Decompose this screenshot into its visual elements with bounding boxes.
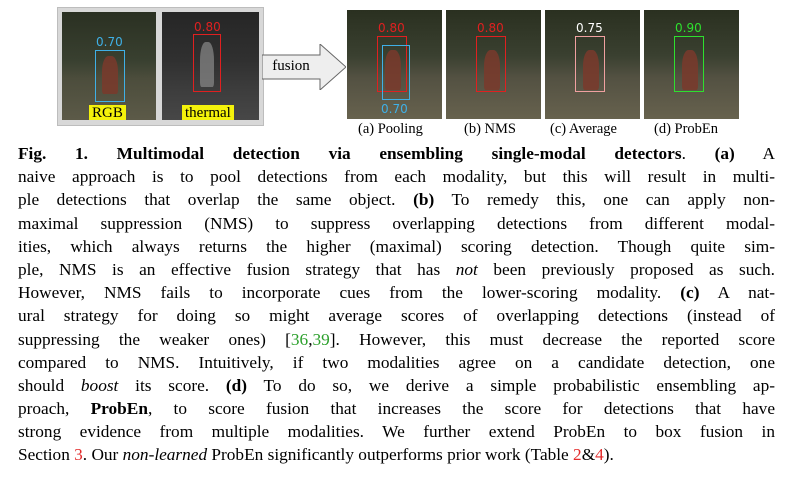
- caption-line: However, NMS fails to incorporate cues f…: [18, 281, 775, 304]
- caption-text: not: [455, 259, 478, 279]
- pedestrian-figure: [583, 50, 599, 90]
- cross-reference-link[interactable]: 4: [595, 445, 604, 465]
- caption-line: maximal suppression (NMS) to suppress ov…: [18, 212, 775, 235]
- cross-reference-link[interactable]: 2: [573, 445, 582, 465]
- caption-text: maximal suppression (NMS) to suppress ov…: [18, 213, 775, 233]
- caption-text: , to score fusion that increases the sco…: [147, 399, 775, 419]
- cross-reference-link[interactable]: 3: [74, 445, 83, 465]
- proben-score: 0.90: [675, 21, 702, 35]
- caption-text: ple, NMS is an effective fusion strategy…: [18, 259, 456, 279]
- caption-line: ural strategy for doing so might average…: [18, 304, 775, 327]
- caption-text: strong evidence from multiple modalities…: [18, 422, 775, 442]
- panel-pooling-label: (a) Pooling: [358, 121, 423, 137]
- caption-text: &: [581, 445, 596, 465]
- pedestrian-figure: [102, 56, 118, 94]
- pooling-score-rgb: 0.70: [381, 102, 408, 116]
- caption-line: ple detections that overlap the same obj…: [18, 188, 775, 211]
- panel-average-image: 0.75: [545, 10, 640, 119]
- caption-text: . Our: [82, 445, 123, 465]
- caption-text: Section: [18, 445, 75, 465]
- rgb-label: RGB: [89, 105, 126, 120]
- caption-text: Fig. 1. Multimodal detection via ensembl…: [18, 144, 682, 163]
- caption-text: ).: [603, 445, 614, 465]
- caption-text: ProbEn: [90, 399, 148, 419]
- thermal-label: thermal: [182, 105, 234, 120]
- figure: 0.70 RGB 0.80 thermal fusion 0.80 0.70 (…: [0, 0, 792, 140]
- panel-nms-label: (b) NMS: [464, 121, 516, 137]
- caption-text: compared to NMS. Intuitively, if two mod…: [18, 352, 775, 372]
- thermal-detection-box: [193, 34, 221, 92]
- nms-score: 0.80: [477, 21, 504, 35]
- caption-text: .: [681, 144, 715, 163]
- panel-proben-label: (d) ProbEn: [654, 121, 719, 137]
- caption-text: A: [734, 144, 776, 163]
- caption-text: its score.: [118, 375, 226, 395]
- arrow-shape: [262, 44, 346, 90]
- pedestrian-figure: [200, 42, 214, 87]
- caption-text: However, NMS fails to incorporate cues f…: [18, 283, 681, 303]
- pooling-box-thermal: [377, 36, 407, 92]
- caption-text: A nat-: [699, 283, 775, 303]
- pooling-score-thermal: 0.80: [378, 21, 405, 35]
- caption-text: (b): [413, 190, 435, 210]
- caption-line: naive approach is to pool detections fro…: [18, 165, 775, 188]
- caption-text: ,: [308, 329, 313, 349]
- nms-box: [476, 36, 506, 92]
- caption-text: ProbEn significantly outperforms prior w…: [207, 445, 574, 465]
- thermal-score: 0.80: [194, 20, 221, 34]
- proben-box: [674, 36, 704, 92]
- caption-text: ple detections that overlap the same obj…: [18, 190, 414, 210]
- caption-text: (a): [714, 144, 735, 163]
- caption-text: proach,: [18, 399, 91, 419]
- average-box: [575, 36, 605, 92]
- caption-text: been previously proposed as such.: [477, 259, 775, 279]
- panel-proben-image: 0.90: [644, 10, 739, 119]
- caption-text: To do so, we derive a simple probabilist…: [247, 375, 775, 395]
- caption-text: ities, which always returns the higher (…: [18, 236, 775, 256]
- pedestrian-figure: [682, 50, 698, 90]
- rgb-detection-box: [95, 50, 125, 102]
- caption-text: (c): [680, 283, 700, 303]
- caption-line: Fig. 1. Multimodal detection via ensembl…: [18, 142, 775, 165]
- caption-text: ural strategy for doing so might average…: [18, 306, 775, 326]
- caption-text: non-learned: [122, 445, 208, 465]
- caption-line: compared to NMS. Intuitively, if two mod…: [18, 351, 775, 374]
- caption-text: naive approach is to pool detections fro…: [18, 167, 775, 187]
- caption-text: To remedy this, one can apply non-: [434, 190, 775, 210]
- caption-text: ]. However, this must decrease the repor…: [329, 329, 775, 349]
- panel-average-label: (c) Average: [550, 121, 617, 137]
- caption-line: proach, ProbEn, to score fusion that inc…: [18, 397, 775, 420]
- caption-line: ple, NMS is an effective fusion strategy…: [18, 258, 775, 281]
- caption-text: should: [18, 375, 81, 395]
- caption-text: (d): [225, 375, 248, 395]
- caption-line: ities, which always returns the higher (…: [18, 235, 775, 258]
- input-images-frame: 0.70 RGB 0.80 thermal: [57, 7, 264, 126]
- citation-link[interactable]: 36: [290, 329, 309, 349]
- caption-line: strong evidence from multiple modalities…: [18, 420, 775, 443]
- panel-pooling-image: 0.80 0.70: [347, 10, 442, 119]
- fusion-label: fusion: [272, 58, 310, 74]
- citation-link[interactable]: 39: [312, 329, 330, 349]
- caption-line: suppressing the weaker ones) [36,39]. Ho…: [18, 328, 775, 351]
- pooling-box-rgb: [382, 45, 410, 100]
- average-score: 0.75: [576, 21, 603, 35]
- caption-line: Section 3. Our non-learned ProbEn signif…: [18, 443, 775, 466]
- fusion-arrow: fusion: [262, 44, 346, 90]
- figure-caption: Fig. 1. Multimodal detection via ensembl…: [18, 142, 775, 467]
- rgb-score: 0.70: [96, 35, 123, 49]
- panel-nms-image: 0.80: [446, 10, 541, 119]
- caption-line: should boost its score. (d) To do so, we…: [18, 374, 775, 397]
- pedestrian-figure: [484, 50, 500, 90]
- caption-text: boost: [80, 375, 119, 395]
- caption-text: suppressing the weaker ones) [: [18, 329, 291, 349]
- pedestrian-figure: [385, 50, 401, 90]
- rgb-image: 0.70 RGB: [62, 12, 156, 120]
- thermal-image: 0.80 thermal: [162, 12, 259, 120]
